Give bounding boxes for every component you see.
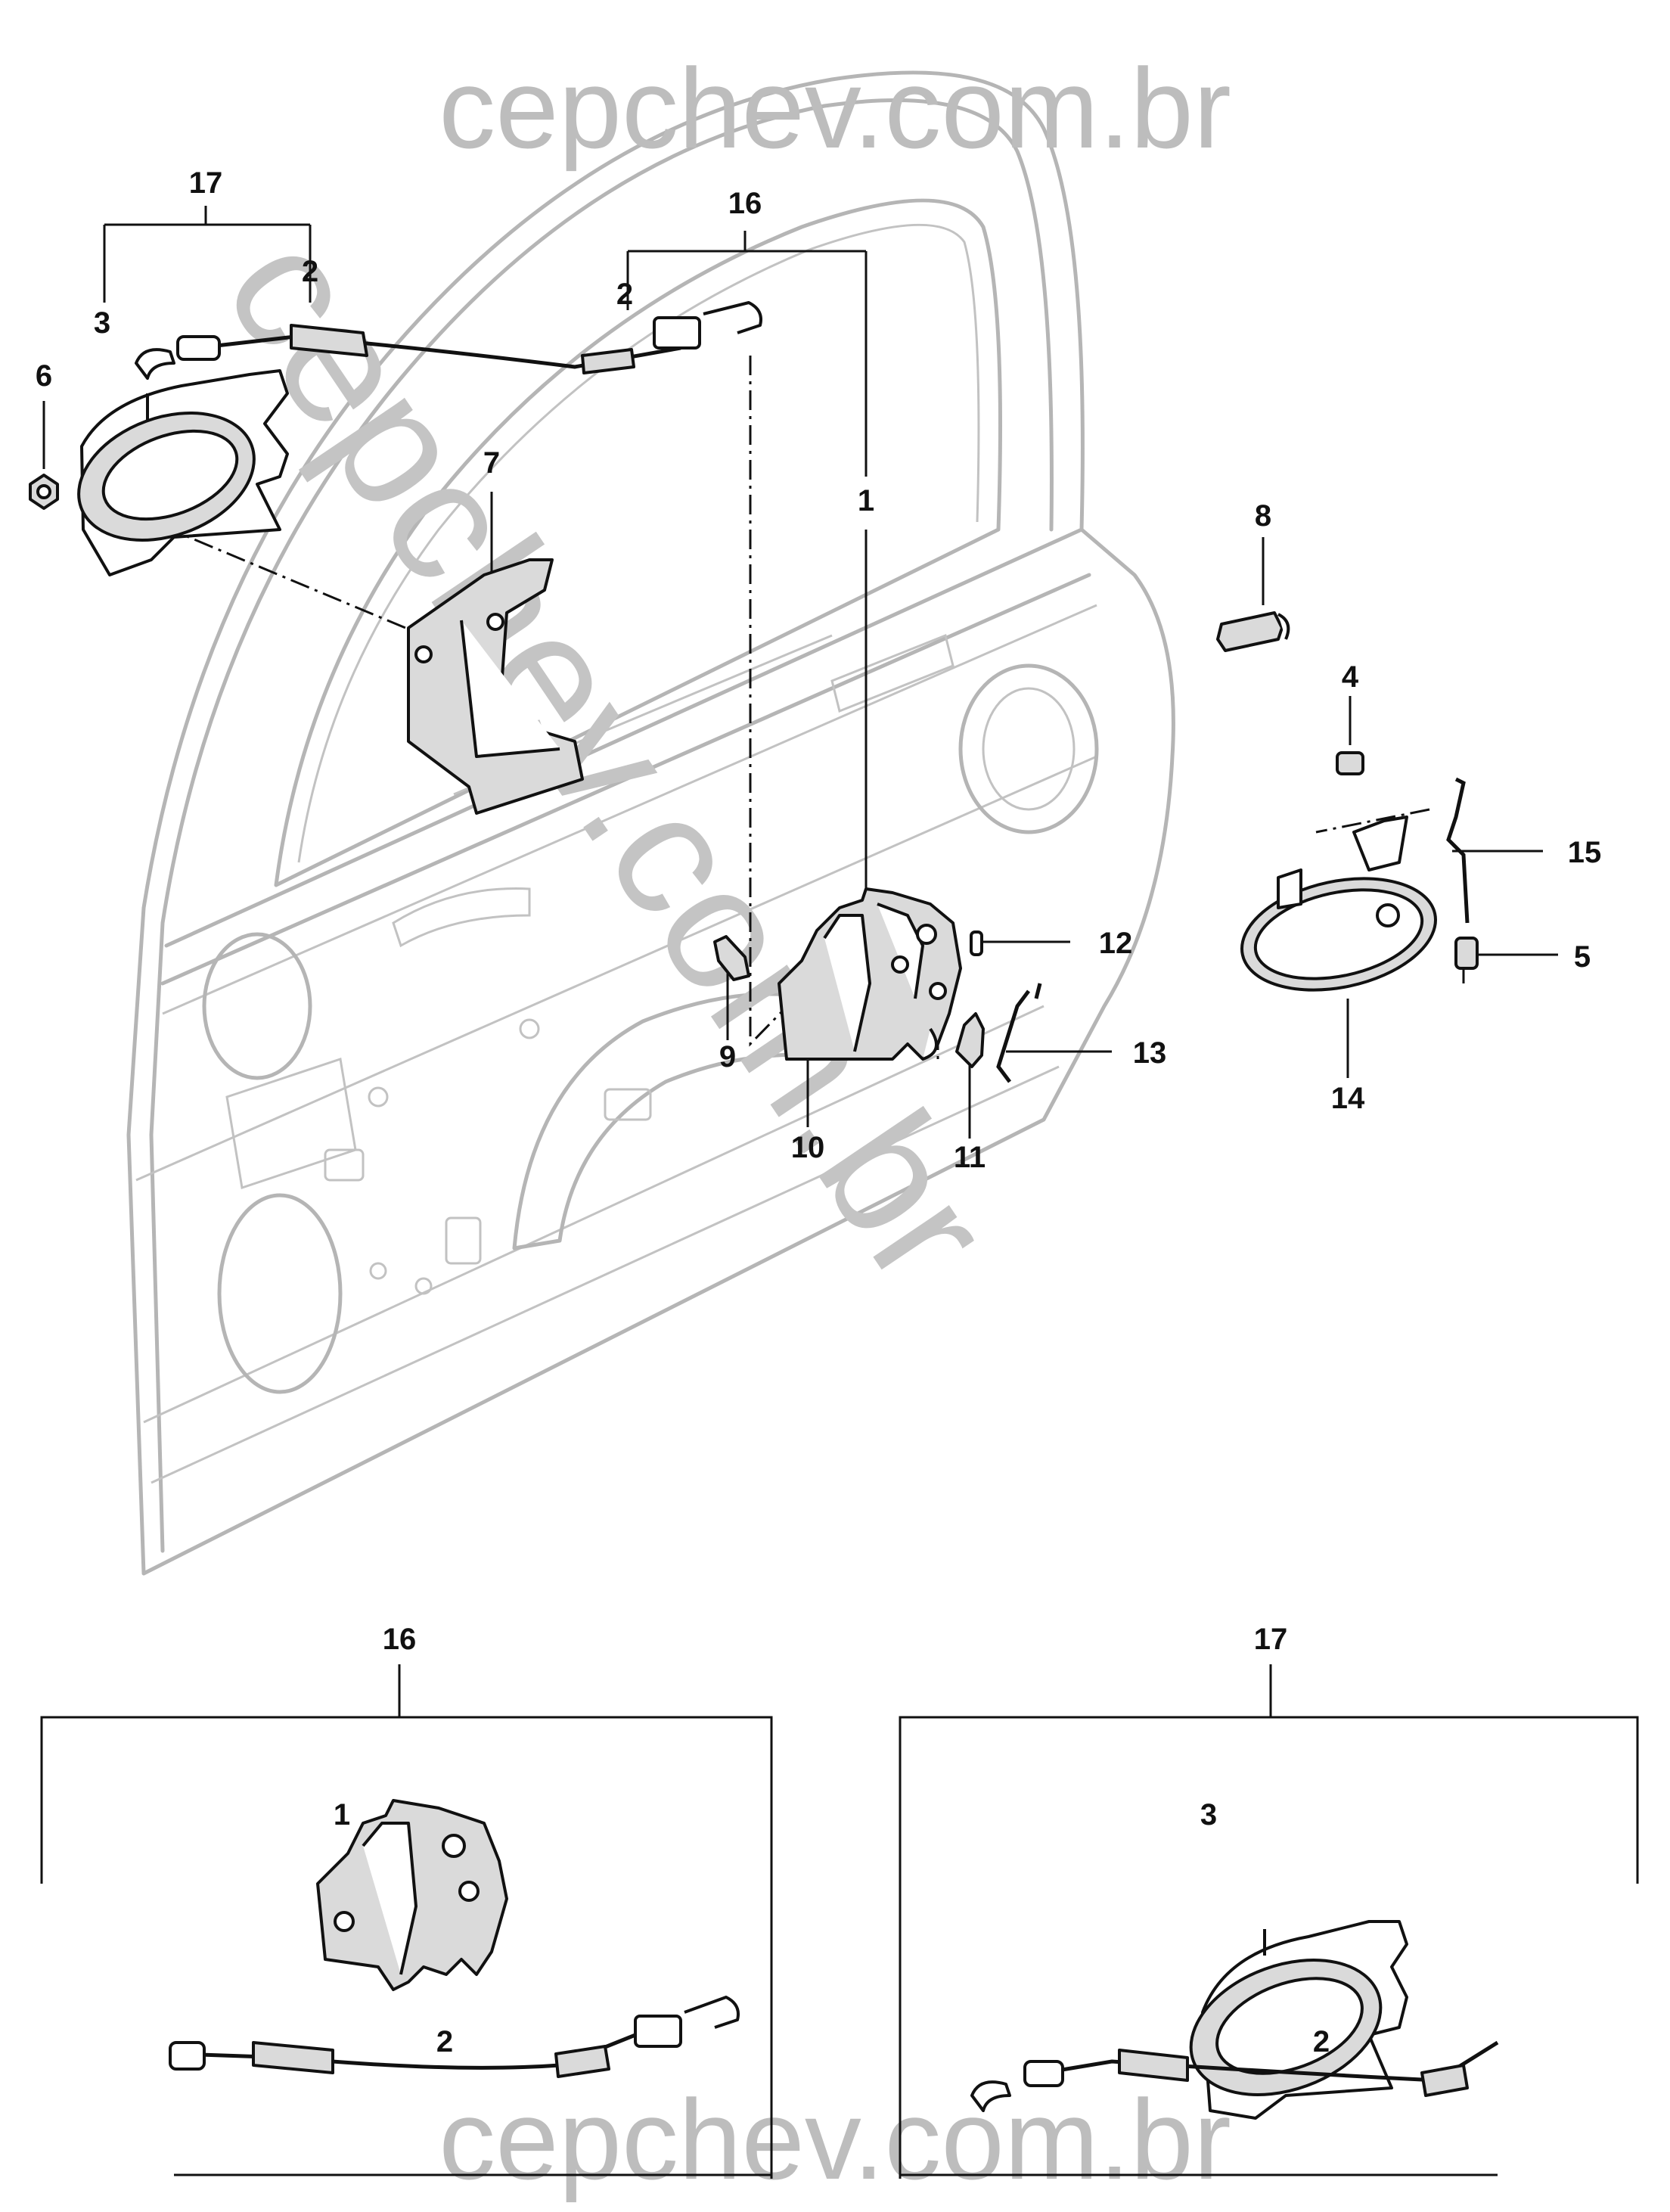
clip-part-9 — [713, 935, 750, 981]
clip-part-5 — [1454, 937, 1479, 983]
watermark-top: cepchev.com.br — [439, 45, 1231, 172]
label-1-box: 1 — [334, 1798, 350, 1831]
door-latch-part-1 — [778, 887, 962, 1061]
label-11: 11 — [954, 1141, 986, 1174]
label-2-left: 2 — [302, 255, 318, 288]
label-2-box-right: 2 — [1313, 2025, 1330, 2058]
label-9: 9 — [719, 1040, 736, 1073]
bracket-part-7 — [407, 558, 584, 815]
bushing-part-4 — [1336, 751, 1364, 775]
outer-door-handle-part-14 — [1240, 816, 1437, 992]
label-3-box: 3 — [1200, 1798, 1217, 1831]
rod-part-15 — [1446, 777, 1470, 924]
label-7: 7 — [483, 446, 500, 480]
label-13: 13 — [1133, 1036, 1167, 1070]
label-16-top: 16 — [728, 187, 762, 220]
label-6: 6 — [36, 359, 52, 393]
label-15: 15 — [1568, 836, 1602, 869]
label-17-box: 17 — [1254, 1623, 1288, 1656]
label-4: 4 — [1342, 660, 1359, 694]
door-panel-outline — [126, 70, 1175, 1576]
detail-box-17 — [899, 1664, 1639, 2179]
label-2-box-left: 2 — [436, 2025, 453, 2058]
label-5: 5 — [1574, 940, 1591, 974]
cable-part-2-top — [135, 301, 762, 380]
label-14: 14 — [1331, 1082, 1365, 1115]
label-10: 10 — [791, 1131, 825, 1164]
nut-part-6 — [29, 474, 59, 510]
label-2-mid: 2 — [616, 278, 633, 311]
label-12: 12 — [1099, 927, 1133, 960]
detail-box-16 — [40, 1664, 773, 2179]
label-1: 1 — [858, 484, 874, 517]
bracket-part-11 — [955, 1012, 985, 1068]
label-3-left: 3 — [94, 306, 110, 340]
label-17-top: 17 — [189, 166, 223, 200]
watermark-bottom: cepchev.com.br — [439, 2076, 1231, 2203]
rod-part-13 — [996, 983, 1042, 1083]
callout-labels: 17 2 3 6 16 2 7 1 8 4 15 12 5 13 9 10 11… — [36, 166, 1601, 2058]
label-8: 8 — [1255, 499, 1271, 533]
pin-part-12 — [970, 930, 983, 956]
inner-door-handle-part-3 — [77, 369, 289, 576]
label-16-box: 16 — [383, 1623, 417, 1656]
screw-part-8 — [1216, 611, 1290, 652]
